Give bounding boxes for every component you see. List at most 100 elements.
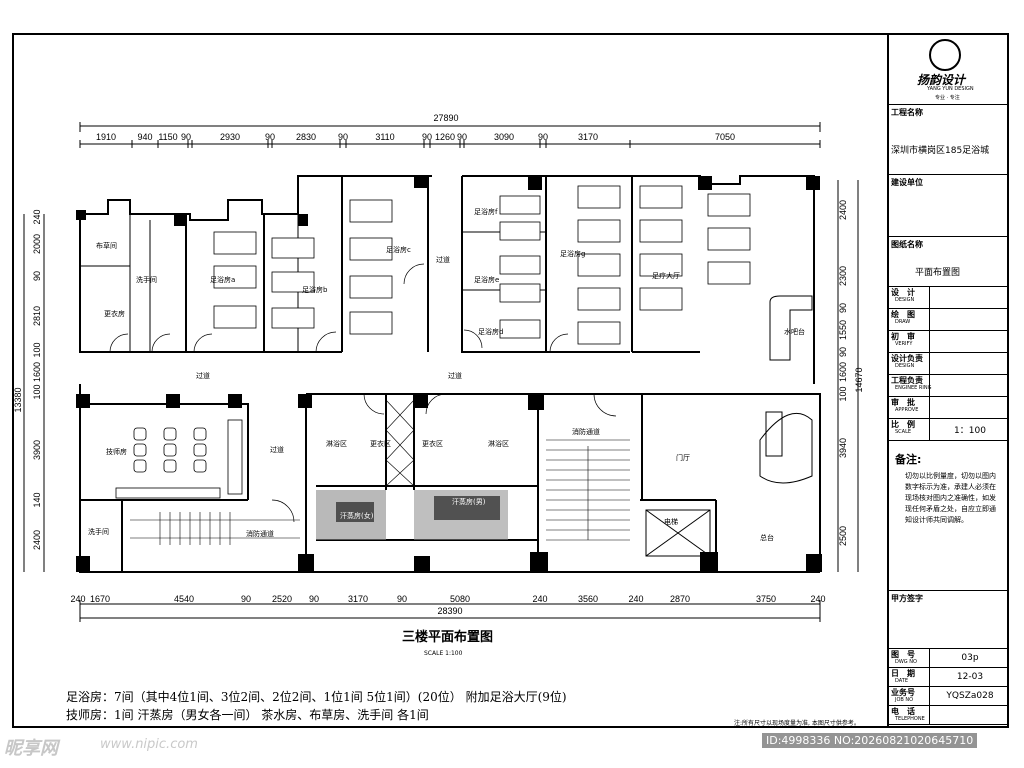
room-label: 更衣区 <box>422 439 443 448</box>
room-label: 电梯 <box>664 517 678 526</box>
dimension-value: 1260 <box>435 132 455 142</box>
drawing-name-label: 图纸名称 <box>891 240 923 249</box>
dimension-value: 1550 <box>838 320 848 340</box>
dimension-value: 90 <box>838 347 848 357</box>
row-label: 日 期 <box>891 669 915 678</box>
row-divider <box>929 331 930 352</box>
row-divider <box>929 687 930 705</box>
watermark-url: www.nipic.com <box>100 737 198 752</box>
client-sign-cell: 甲方签字 <box>889 591 1009 649</box>
room-label: 消防通道 <box>572 427 600 436</box>
room-label: 洗手间 <box>88 527 109 536</box>
dimension-value: 90 <box>538 132 548 142</box>
dimension-value: 90 <box>838 303 848 313</box>
watermark-logo: 昵享网 <box>4 738 58 759</box>
row-label: 审 批 <box>891 398 915 407</box>
row-label: 比 例 <box>891 420 915 429</box>
room-label: 足浴房f <box>474 207 498 216</box>
row-value: 12-03 <box>956 672 984 682</box>
room-label: 足浴房e <box>474 275 499 284</box>
notes: 足浴房：7间（其中4位1间、3位2间、2位2间、1位1间 5位1间）(20位） … <box>66 688 567 724</box>
dimension-value: 2870 <box>670 594 690 604</box>
corridor-label: 过道 <box>448 371 462 380</box>
dimension-value: 4540 <box>174 594 194 604</box>
dimension-value: 240 <box>628 594 643 604</box>
dimension-value: 90 <box>181 132 191 142</box>
floor-plan: 27890 28390 13380 14670 1910940115090293… <box>13 113 864 622</box>
row-label: 业务号 <box>891 688 915 697</box>
row-label-en: ENGINEE RING <box>895 385 932 391</box>
logo-subtitle: YANG YUN DESIGN <box>927 86 974 92</box>
drawing-title: 三楼平面布置图 <box>402 630 494 645</box>
dimension-value: 7050 <box>715 132 735 142</box>
room-label: 足浴房d <box>478 327 503 336</box>
room-label: 布草间 <box>96 241 117 250</box>
row-label-en: APPROVE <box>895 407 919 413</box>
row-value: YQSZa028 <box>946 691 994 701</box>
row-label-en: JOB NO <box>895 697 914 703</box>
dimension-value: 2520 <box>272 594 292 604</box>
room-label: 淋浴区 <box>488 439 509 448</box>
client-sign-label: 甲方签字 <box>891 594 923 603</box>
row-label: 图 号 <box>891 650 915 659</box>
title-block: 扬韵设计 YANG YUN DESIGN 专业 · 专注 工程名称 深圳市横岗区… <box>887 33 1009 728</box>
note-line-2: 技师房：1间 汗蒸房（男女各一间） 茶水房、布草房、洗手间 各1间 <box>66 708 429 722</box>
row-divider <box>929 287 930 308</box>
row-value: 03p <box>961 653 979 663</box>
row-label-en: DWG NO <box>895 659 917 665</box>
room-label: 洗手间 <box>136 275 157 284</box>
watermark-id: ID:4998336 NO:20260821020645710 <box>762 733 978 748</box>
dimension-value: 1670 <box>90 594 110 604</box>
room-label: 足疗大厅 <box>652 271 680 280</box>
row-label-en: DATE <box>895 678 909 684</box>
dimension-value: 100 <box>838 386 848 401</box>
dimension-value: 100 <box>32 342 42 357</box>
row-divider <box>929 419 930 440</box>
room-label: 足浴房b <box>302 285 328 294</box>
project-name: 深圳市横岗区185足浴城 <box>891 146 990 156</box>
dimension-value: 940 <box>137 132 152 142</box>
dimension-value: 1910 <box>96 132 116 142</box>
overall-bottom-dim: 28390 <box>437 606 462 616</box>
dimension-value: 90 <box>241 594 251 604</box>
row-label-en: DESIGN <box>895 297 915 303</box>
dimension-value: 1600 <box>838 362 848 382</box>
room-label: 足浴房c <box>386 245 411 254</box>
dimension-value: 5080 <box>450 594 470 604</box>
dimension-value: 2830 <box>296 132 316 142</box>
client-cell: 建设单位 <box>889 175 1009 237</box>
row-divider <box>929 397 930 418</box>
row-divider <box>929 706 930 724</box>
dimension-value: 1150 <box>158 132 177 142</box>
drawing-frame <box>12 33 1009 728</box>
dimension-value: 3560 <box>578 594 598 604</box>
dimension-value: 3750 <box>756 594 776 604</box>
row-label: 初 审 <box>891 332 915 341</box>
dimension-value: 2400 <box>32 530 42 550</box>
overall-left-dim: 13380 <box>13 387 23 412</box>
row-label-en: DESIGN <box>895 363 915 369</box>
dimension-value: 1600 <box>32 362 42 382</box>
logo-cell: 扬韵设计 YANG YUN DESIGN 专业 · 专注 <box>889 33 1009 105</box>
logo-tag: 专业 · 专注 <box>935 95 960 101</box>
row-divider <box>929 649 930 667</box>
dimension-value: 90 <box>422 132 432 142</box>
room-label: 淋浴区 <box>326 439 347 448</box>
row-label: 绘 图 <box>891 310 915 319</box>
row-label: 设计负责 <box>891 354 923 363</box>
overall-right-dim: 14670 <box>854 367 864 392</box>
row-label-en: TELEPHONE <box>895 716 925 722</box>
row-label: 电 话 <box>891 707 915 716</box>
room-label: 汗蒸房(女) <box>340 511 374 520</box>
dimension-value: 3170 <box>578 132 598 142</box>
row-value: 1：100 <box>954 426 986 436</box>
